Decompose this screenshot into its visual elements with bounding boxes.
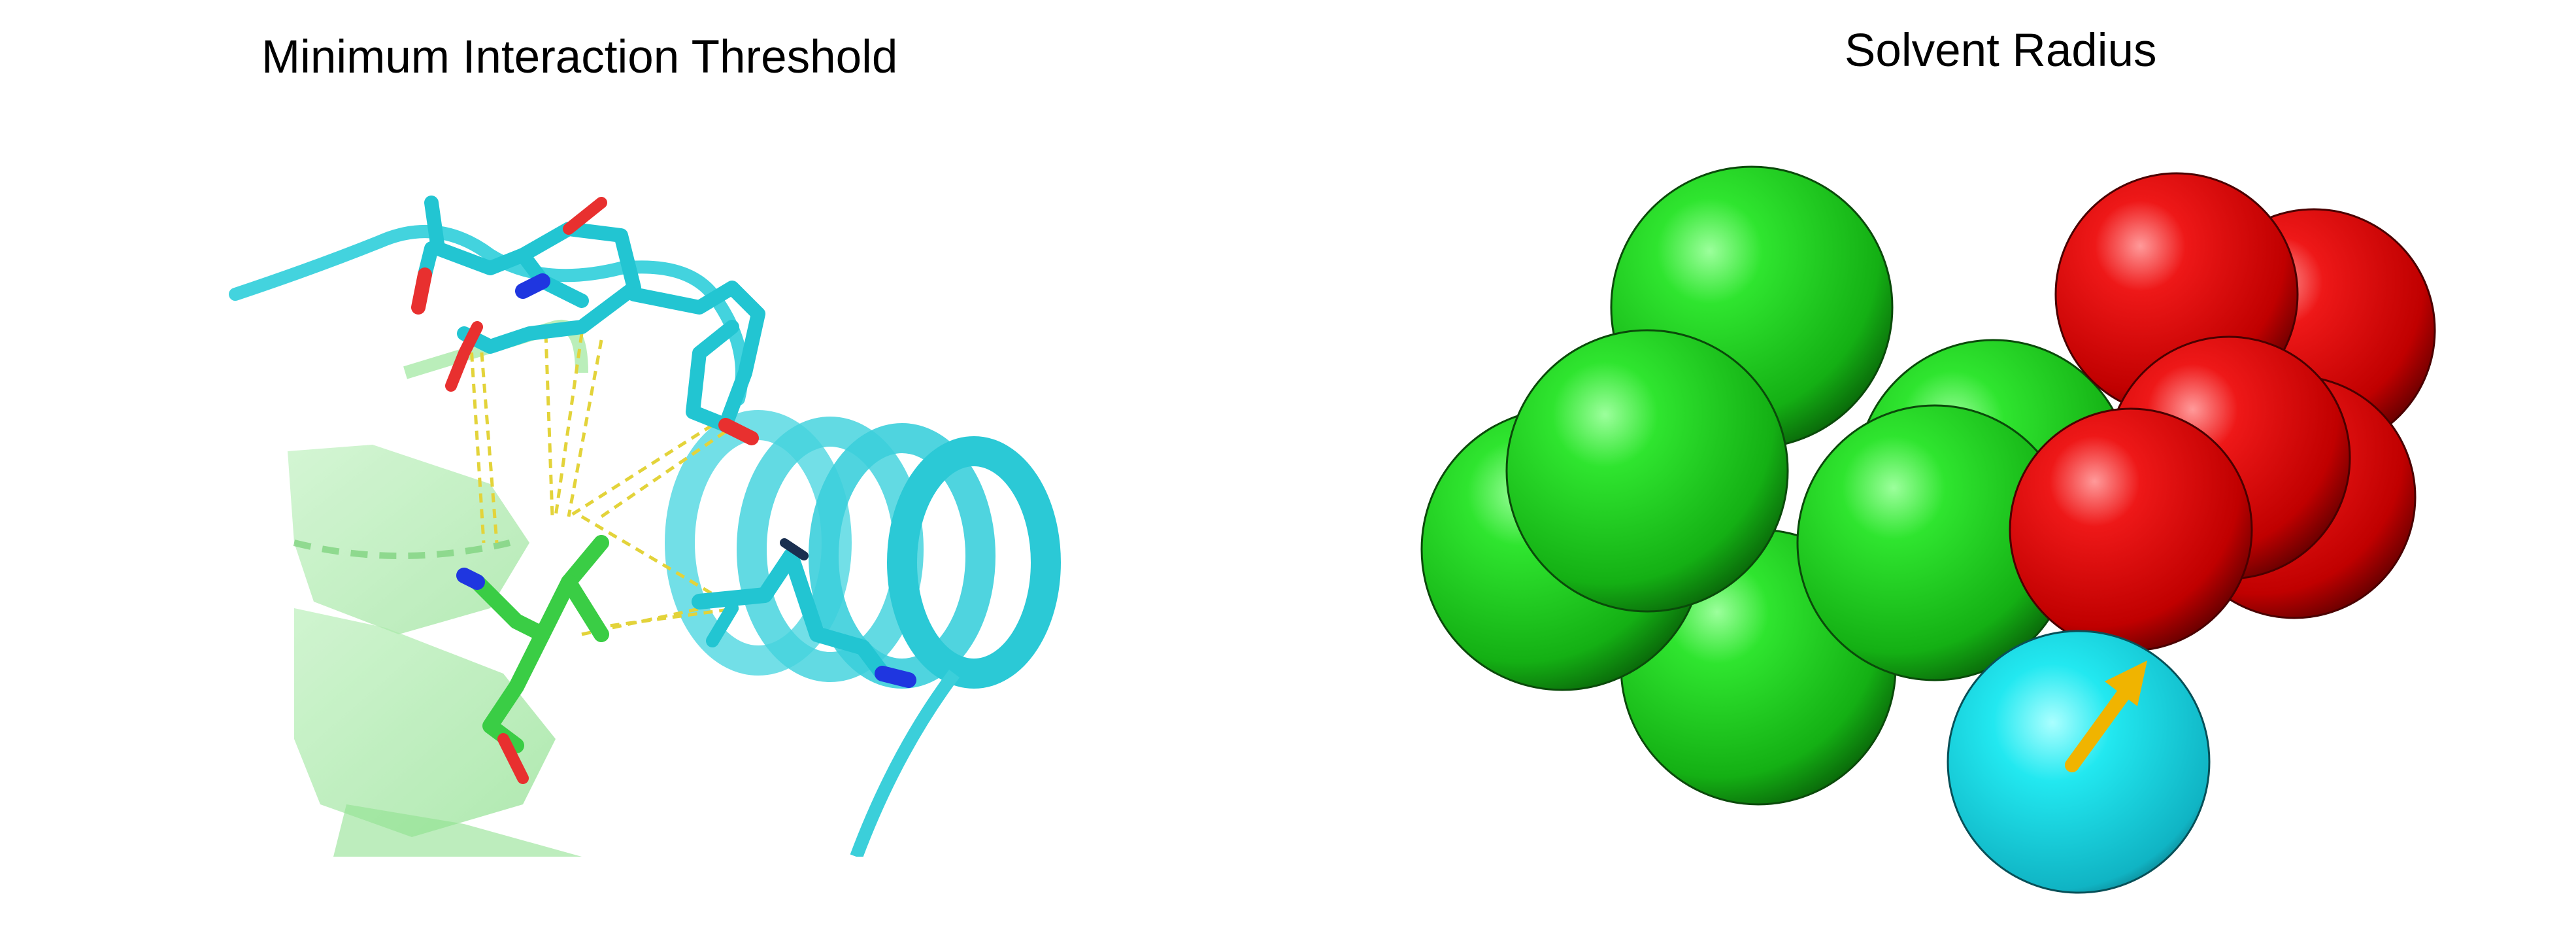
left-panel-title: Minimum Interaction Threshold <box>261 31 898 83</box>
cyan-residues <box>411 196 916 688</box>
red-atom-cluster <box>2009 172 2436 652</box>
green-helix <box>288 319 588 857</box>
cyan-backbone <box>229 225 1061 857</box>
solvent-sphere-illustration <box>1420 165 2436 894</box>
right-panel-title: Solvent Radius <box>1845 25 2157 77</box>
radius-arrow <box>2065 660 2147 772</box>
green-ligand <box>456 535 609 784</box>
protein-interaction-illustration <box>229 196 1061 857</box>
